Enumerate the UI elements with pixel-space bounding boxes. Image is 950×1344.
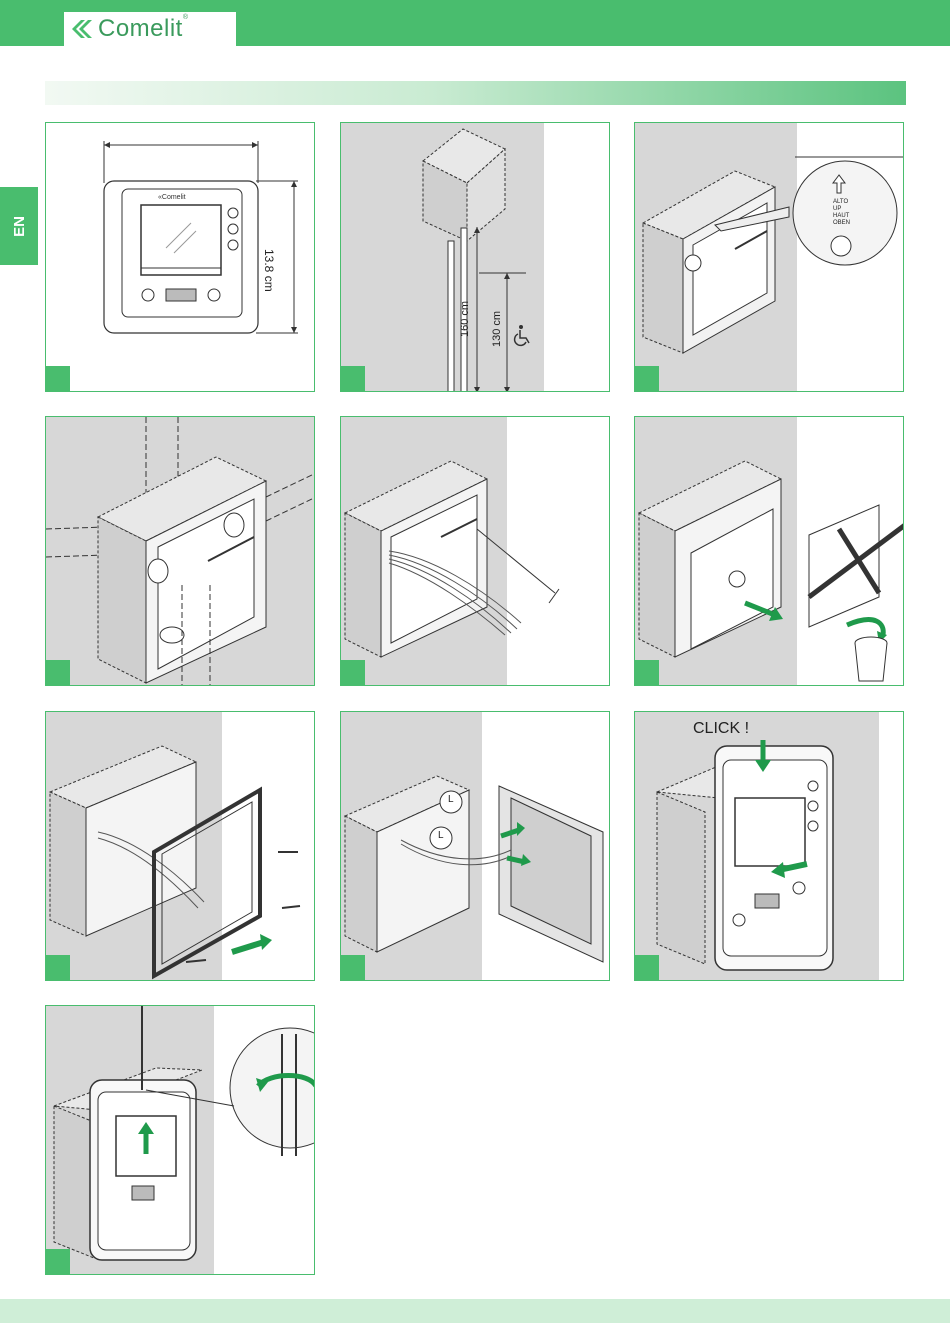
- step-5-panel: [340, 416, 610, 686]
- unlock-screw-illustration: [46, 1006, 315, 1275]
- step-10-panel: [45, 1005, 315, 1275]
- mount-frame-illustration: [46, 712, 315, 981]
- orientation-label-de: OBEN: [833, 220, 850, 226]
- click-callout: CLICK !: [693, 720, 749, 738]
- box-height-illustration: [341, 123, 610, 392]
- step-marker: [635, 660, 659, 685]
- step-7-panel: [45, 711, 315, 981]
- step-marker: [46, 366, 70, 391]
- step-marker: [341, 366, 365, 391]
- box-orientation-illustration: [635, 123, 904, 392]
- orientation-label-fr: HAUT: [833, 213, 849, 219]
- height-dimension-label: 13.8 cm: [262, 249, 276, 292]
- footer-bar: [0, 1299, 950, 1323]
- orientation-label-it: ALTO: [833, 199, 848, 205]
- step-6-panel: [634, 416, 904, 686]
- remove-cover-illustration: [635, 417, 904, 686]
- step-marker: [341, 660, 365, 685]
- connector-label-lower: L: [438, 830, 444, 841]
- click-monitor-illustration: [635, 712, 904, 981]
- height-130-label: 130 cm: [491, 311, 503, 347]
- comelit-logo: Comelit ®: [64, 12, 236, 46]
- language-tab[interactable]: EN: [0, 187, 38, 265]
- step-9-panel: CLICK !: [634, 711, 904, 981]
- step-marker: [341, 955, 365, 980]
- comelit-logo-icon: [70, 18, 94, 40]
- cable-length-illustration: [341, 417, 610, 686]
- connector-label-upper: L: [448, 794, 454, 805]
- step-marker: [46, 955, 70, 980]
- step-marker: [635, 955, 659, 980]
- svg-text:«Comelit: «Comelit: [158, 194, 186, 201]
- section-title-bar: [45, 81, 906, 105]
- step-1-panel: «Comelit 13.8 cm: [45, 122, 315, 392]
- language-tab-label: EN: [11, 216, 28, 237]
- step-marker: [46, 660, 70, 685]
- height-160-label: 160 cm: [459, 301, 471, 337]
- step-marker: [46, 1249, 70, 1274]
- conduit-entry-illustration: [46, 417, 315, 686]
- orientation-label-en: UP: [833, 206, 841, 212]
- registered-mark: ®: [183, 14, 188, 21]
- step-8-panel: L L: [340, 711, 610, 981]
- step-marker: [635, 366, 659, 391]
- brand-name: Comelit: [98, 15, 183, 43]
- step-3-panel: ALTO UP HAUT OBEN: [634, 122, 904, 392]
- connect-monitor-illustration: [341, 712, 610, 981]
- step-2-panel: 160 cm 130 cm: [340, 122, 610, 392]
- step-4-panel: [45, 416, 315, 686]
